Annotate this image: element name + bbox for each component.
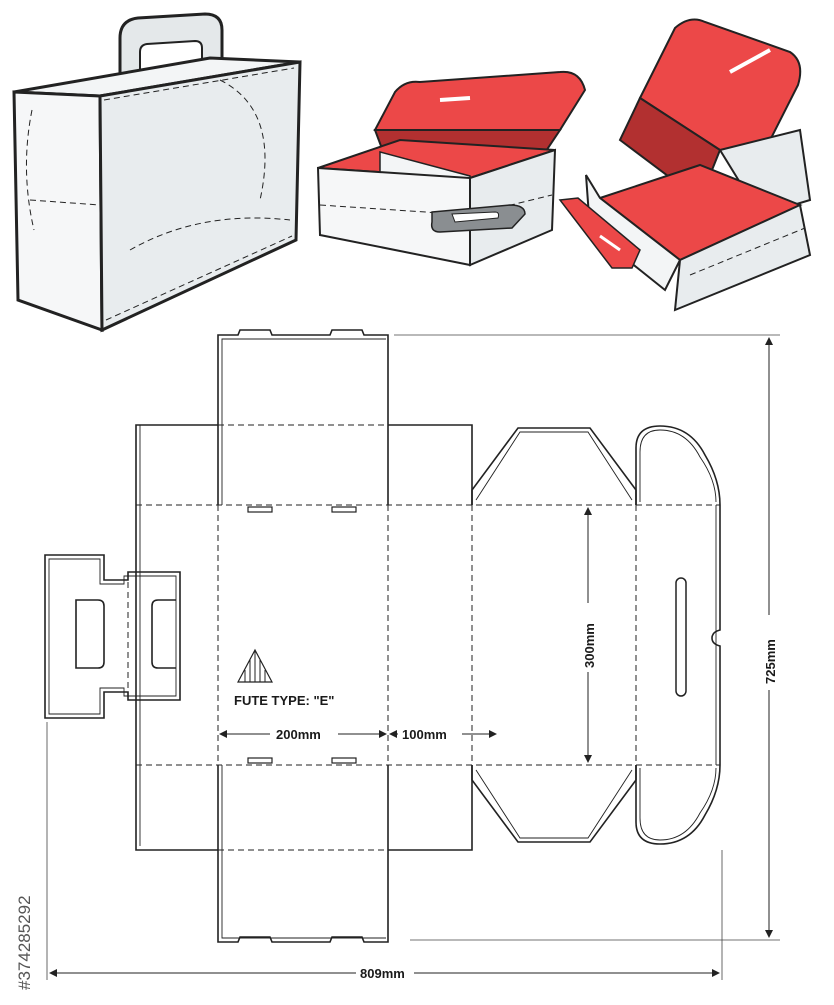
height-300-label: 300mm	[582, 623, 597, 668]
dimension-lines	[46, 334, 780, 980]
width-100-label: 100mm	[402, 727, 447, 742]
flat-dieline	[44, 329, 721, 943]
closed-box-illustration	[12, 12, 302, 333]
total-width-label: 809mm	[360, 966, 405, 981]
half-open-box-illustration	[316, 70, 587, 267]
open-box-illustration	[558, 18, 812, 312]
width-200-label: 200mm	[276, 727, 321, 742]
total-height-label: 725mm	[763, 639, 778, 684]
stock-id-watermark: #374285292	[15, 895, 34, 990]
flute-type-label: FUTE TYPE: "E"	[234, 693, 334, 708]
